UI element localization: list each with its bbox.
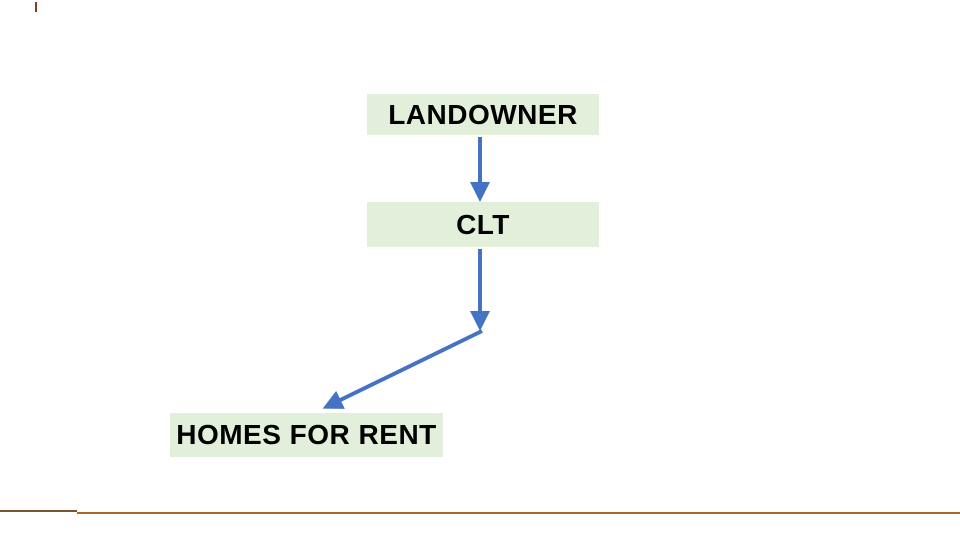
bottom-rule-right-segment <box>77 512 960 514</box>
node-clt: CLT <box>367 202 599 247</box>
top-left-stray-mark <box>35 2 37 12</box>
node-clt-label: CLT <box>456 208 510 240</box>
connector-clt-to-homes-diagonal-arrow <box>322 329 483 409</box>
node-landowner-label: LANDOWNER <box>388 98 578 130</box>
node-homes-for-rent: HOMES FOR RENT <box>170 413 443 457</box>
node-homes-for-rent-label: HOMES FOR RENT <box>176 419 437 450</box>
bottom-rule-left-segment <box>0 510 77 512</box>
node-landowner: LANDOWNER <box>367 94 599 135</box>
